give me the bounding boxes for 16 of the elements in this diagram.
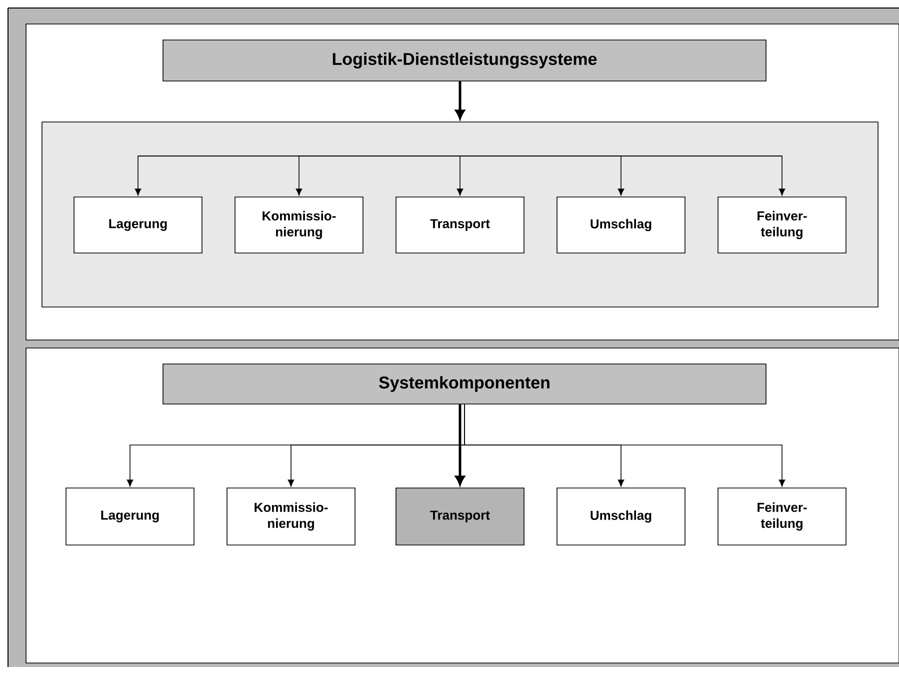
category-box: Kommissio- nierung xyxy=(226,488,356,546)
category-box: Transport xyxy=(396,488,524,546)
title-box: Logistik-Dienstleistungssysteme xyxy=(162,40,766,82)
category-box: Feinver- teilung xyxy=(718,196,846,254)
category-box: Umschlag xyxy=(556,488,686,546)
category-box: Feinver- teilung xyxy=(718,488,846,546)
arrow xyxy=(455,404,465,486)
arrow xyxy=(455,81,465,119)
category-box: Lagerung xyxy=(74,196,202,254)
arrow xyxy=(456,156,464,196)
category-box: Lagerung xyxy=(66,488,194,546)
title-box: Systemkomponenten xyxy=(162,364,766,404)
arrow xyxy=(464,404,786,487)
category-box: Umschlag xyxy=(556,196,686,254)
category-box: Kommissio- nierung xyxy=(234,196,364,254)
category-box: Transport xyxy=(396,196,524,254)
